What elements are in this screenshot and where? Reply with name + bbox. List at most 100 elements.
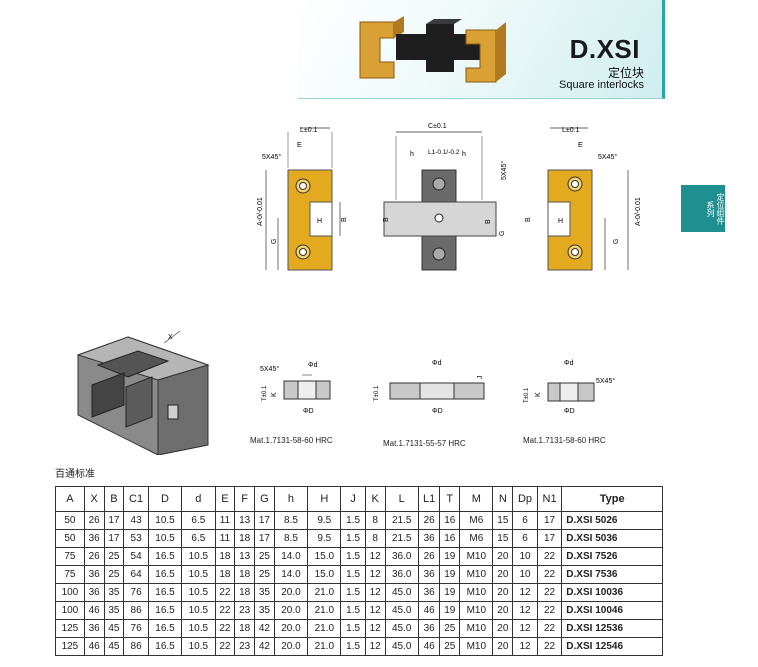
material-middle: Mat.1.7131-55-57 HRC	[383, 439, 466, 448]
table-cell: 11	[214, 511, 236, 530]
table-cell: 10.5	[181, 637, 216, 656]
dim-chamfer-left: 5X45°	[262, 153, 281, 161]
table-cell: 17	[103, 529, 125, 548]
table-cell: 18	[234, 583, 256, 602]
table-cell: 42	[254, 619, 275, 638]
table-cell: 1.5	[340, 565, 366, 584]
table-cell: 22	[536, 619, 563, 638]
sec-right-T: T±0.1	[524, 387, 530, 403]
table-cell: 21.0	[307, 601, 342, 620]
table-cell: 17	[254, 529, 275, 548]
table-cell: 45	[103, 619, 125, 638]
column-header-l: L	[384, 486, 419, 512]
table-cell: 20.0	[273, 637, 309, 656]
column-header-f: F	[234, 486, 256, 512]
table-cell: 10.5	[147, 529, 183, 548]
column-header-g: G	[254, 486, 275, 512]
sec-right-phiD: ΦD	[564, 408, 575, 415]
table-cell: 25	[439, 619, 461, 638]
table-cell: 10	[512, 547, 538, 566]
table-cell: 13	[234, 511, 256, 530]
column-header-h: h	[273, 486, 309, 512]
table-cell: 20	[492, 601, 514, 620]
table-cell: 16.5	[147, 547, 183, 566]
dim-L-left: L±0.1	[300, 127, 318, 134]
table-cell: 23	[234, 637, 256, 656]
column-header-d: d	[181, 486, 216, 512]
svg-text:X: X	[168, 334, 173, 341]
sec-left-phiD: ΦD	[303, 408, 314, 415]
side-category-tab[interactable]: 定位组件系列	[681, 185, 725, 232]
column-header-e: E	[214, 486, 236, 512]
table-cell: 21.5	[384, 529, 419, 548]
table-cell: 20.0	[273, 601, 309, 620]
table-cell: 36	[417, 529, 441, 548]
table-cell: 17	[536, 511, 563, 530]
dim-A-left: A-0/-0.01	[257, 197, 264, 226]
table-cell: 6.5	[181, 511, 216, 530]
material-right: Mat.1.7131-58-60 HRC	[523, 436, 606, 445]
table-cell: 21.0	[307, 583, 342, 602]
dim-chamfer-right: 5X45°	[598, 153, 617, 161]
middle-section: Φd J T±0.1 ΦD	[374, 360, 485, 415]
column-header-k: K	[364, 486, 386, 512]
table-cell: M10	[459, 583, 494, 602]
table-cell: 20	[492, 583, 514, 602]
table-cell: 76	[123, 583, 149, 602]
table-cell: 21.0	[307, 619, 342, 638]
table-cell: 26	[83, 547, 105, 566]
table-cell: 46	[83, 637, 105, 656]
table-cell: 100	[55, 583, 85, 602]
column-header-t: T	[439, 486, 461, 512]
table-cell: 1.5	[340, 547, 366, 566]
table-cell: 15	[492, 529, 514, 548]
table-cell: 19	[439, 601, 461, 620]
section-drawings: Φd 5X45° T±0.1 K ΦD Φd J T±0.1 ΦD Φd 5X4…	[260, 360, 615, 415]
table-cell: 15.0	[307, 565, 342, 584]
column-header-m: M	[459, 486, 494, 512]
material-left: Mat.1.7131-58-60 HRC	[250, 436, 333, 445]
table-cell: 46	[417, 637, 441, 656]
table-cell: 18	[214, 547, 236, 566]
product-title-cn: 定位块	[607, 66, 644, 80]
center-part-drawing: C±0.1 h L1-0.1/-0.2 h 5X45° B B G	[383, 123, 508, 271]
table-cell: 100	[55, 601, 85, 620]
dim-L-right: L±0.1	[562, 127, 580, 134]
table-cell: 22	[214, 637, 236, 656]
table-cell: 6	[512, 529, 538, 548]
table-cell: 14.0	[273, 547, 309, 566]
table-cell: 125	[55, 637, 85, 656]
table-cell: 36	[83, 565, 105, 584]
table-cell: 11	[214, 529, 236, 548]
table-cell: 50	[55, 529, 85, 548]
table-cell: 22	[536, 565, 563, 584]
table-cell: 1.5	[340, 601, 366, 620]
table-cell: 12	[364, 583, 386, 602]
sec-left-T: T±0.1	[262, 385, 268, 401]
table-cell: 25	[103, 565, 125, 584]
table-cell: 13	[234, 547, 256, 566]
table-cell: D.XSI 7526	[561, 547, 663, 566]
table-cell: 12	[512, 619, 538, 638]
sec-right-phid: Φd	[564, 360, 574, 367]
table-cell: 12	[512, 583, 538, 602]
column-header-x: X	[83, 486, 105, 512]
table-cell: D.XSI 10046	[561, 601, 663, 620]
dim-h-right: h	[462, 151, 466, 158]
dim-h-left: h	[410, 151, 414, 158]
table-cell: 125	[55, 619, 85, 638]
table-cell: 20.0	[273, 583, 309, 602]
table-cell: 36	[83, 583, 105, 602]
table-cell: 12	[512, 601, 538, 620]
dim-B-center-right: B	[485, 219, 492, 224]
table-cell: 12	[364, 565, 386, 584]
table-cell: D.XSI 7536	[561, 565, 663, 584]
table-cell: 17	[536, 529, 563, 548]
table-cell: 9.5	[307, 529, 342, 548]
table-cell: 16	[439, 529, 461, 548]
table-cell: 45.0	[384, 583, 419, 602]
table-cell: 18	[234, 529, 256, 548]
